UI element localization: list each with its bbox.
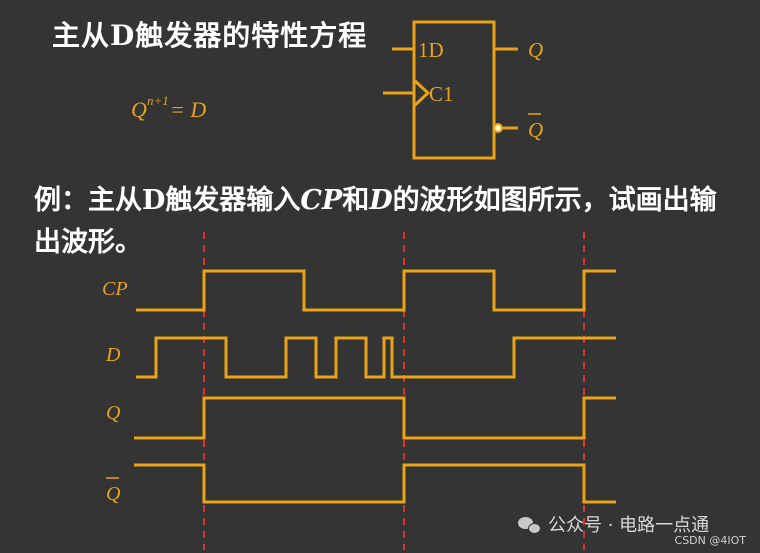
waveform-cp [136,269,616,312]
page-title: 主从D触发器的特性方程 [52,19,368,52]
watermark: 公众号 · 电路一点通 [518,511,709,537]
flipflop-symbol [383,20,518,160]
waveform-qbar [134,463,616,504]
eq-rhs: = D [170,97,206,122]
label-qbar-out: Q [528,118,543,142]
wechat-icon [518,515,541,534]
label-q: Q [106,402,121,424]
clock-triangle [412,78,431,108]
inversion-bubble [493,123,503,133]
characteristic-equation: Q n+1 = D [131,93,206,122]
eq-q: Q [131,97,147,122]
watermark-text: 公众号 · 电路一点通 [548,515,710,536]
waveform-q [134,396,616,440]
eq-sup: n+1 [147,93,169,108]
label-d: D [105,344,121,366]
label-q-out: Q [528,38,543,62]
flipflop-box [412,20,496,160]
label-1d: 1D [418,38,444,62]
waveform-d [136,336,616,379]
label-cp: CP [102,278,128,300]
question-text: 例：主从D触发器输入CP和D的波形如图所示，试画出输出波形。 [34,185,717,258]
label-qbar: Q [106,483,121,505]
label-c1: C1 [429,82,454,106]
waveforms [134,269,616,504]
csdn-watermark: CSDN @4IOT [674,534,746,547]
